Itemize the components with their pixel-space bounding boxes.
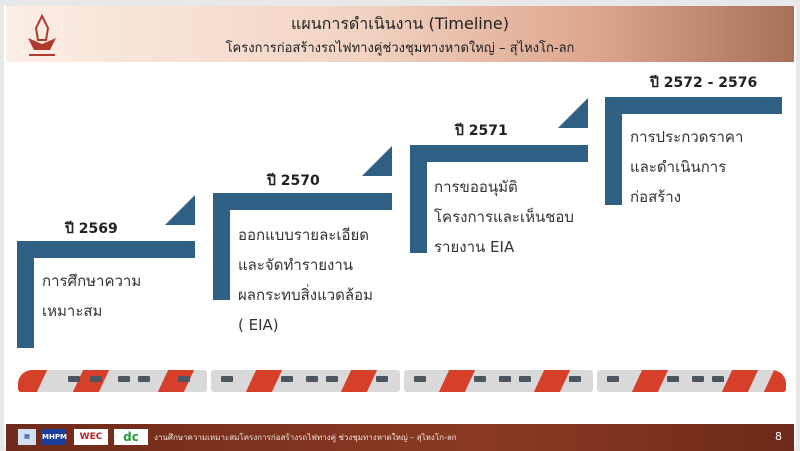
mhpm-logo: MHPM	[42, 429, 67, 445]
train-window	[118, 376, 130, 382]
desc-line: เหมาะสม	[42, 302, 103, 320]
step-description: การประกวดราคา และดำเนินการ ก่อสร้าง	[630, 122, 743, 212]
train-window	[68, 376, 80, 382]
desc-line: ออกแบบรายละเอียด	[238, 226, 369, 244]
train-window	[667, 376, 679, 382]
train-window	[306, 376, 318, 382]
slide-header: แผนการดำเนินงาน (Timeline) โครงการก่อสร้…	[6, 6, 794, 62]
train-car	[211, 370, 400, 392]
train-window	[474, 376, 486, 382]
train-window	[281, 376, 293, 382]
train-stripe	[533, 370, 571, 392]
wec-logo: WEC	[74, 429, 108, 445]
train-window	[712, 376, 724, 382]
step-arrow-icon	[558, 98, 588, 128]
train-stripe	[763, 370, 786, 392]
step-arrow-icon	[165, 195, 195, 225]
train-window	[519, 376, 531, 382]
train-stripe	[631, 370, 669, 392]
desc-line: รายงาน EIA	[434, 238, 515, 256]
train-stripe	[18, 370, 48, 392]
step-bar	[213, 193, 392, 210]
page-number: 8	[775, 430, 782, 443]
desc-line: ก่อสร้าง	[630, 188, 682, 206]
train-window	[178, 376, 190, 382]
train-window	[221, 376, 233, 382]
page-title: แผนการดำเนินงาน (Timeline)	[291, 14, 509, 33]
desc-line: โครงการและเห็นชอบ	[434, 208, 574, 226]
slide-footer: ▦ MHPM WEC dc งานศึกษาความเหมาะสมโครงการ…	[6, 424, 794, 451]
step-bar	[410, 145, 588, 162]
step-bar	[17, 241, 195, 258]
train-stripe	[438, 370, 476, 392]
desc-line: และดำเนินการ	[630, 158, 727, 176]
step-year: ปี 2569	[65, 221, 118, 237]
desc-line: การขออนุมัติ	[434, 178, 518, 196]
step-bar	[213, 193, 230, 300]
train-car	[18, 370, 207, 392]
desc-line: และจัดทำรายงาน	[238, 256, 354, 274]
step-description: การศึกษาความ เหมาะสม	[42, 266, 141, 326]
step-bar	[605, 97, 622, 205]
desc-line: การศึกษาความ	[42, 272, 142, 290]
desc-line: การประกวดราคา	[630, 128, 744, 146]
step-description: ออกแบบรายละเอียด และจัดทำรายงาน ผลกระทบส…	[238, 220, 373, 340]
train-window	[414, 376, 426, 382]
train-car	[404, 370, 593, 392]
train-window	[499, 376, 511, 382]
train-illustration	[18, 366, 786, 394]
step-year: ปี 2572 - 2576	[650, 75, 758, 91]
train-window	[326, 376, 338, 382]
footer-text: งานศึกษาความเหมาะสมโครงการก่อสร้างรถไฟทา…	[154, 433, 457, 442]
train-window	[376, 376, 388, 382]
desc-line: ผลกระทบสิ่งแวดล้อม	[238, 286, 373, 304]
train-window	[569, 376, 581, 382]
step-description: การขออนุมัติ โครงการและเห็นชอบ รายงาน EI…	[434, 172, 574, 262]
page-subtitle: โครงการก่อสร้างรถไฟทางคู่ช่วงชุมทางหาดให…	[225, 41, 575, 56]
step-arrow-icon	[362, 146, 392, 176]
train-stripe	[245, 370, 283, 392]
step-bar	[605, 97, 782, 114]
train-window	[607, 376, 619, 382]
train-car	[597, 370, 786, 392]
srt-logo-icon	[28, 14, 56, 56]
dc-logo: dc	[114, 429, 148, 445]
train-window	[138, 376, 150, 382]
train-stripe	[721, 370, 759, 392]
train-stripe	[340, 370, 378, 392]
step-bar	[17, 241, 34, 348]
partner-logo-icon: ▦	[18, 429, 36, 445]
step-bar	[410, 145, 427, 253]
step-year: ปี 2571	[455, 123, 508, 139]
train-window	[90, 376, 102, 382]
desc-line: ( EIA)	[238, 316, 279, 334]
step-year: ปี 2570	[267, 173, 320, 189]
train-window	[692, 376, 704, 382]
